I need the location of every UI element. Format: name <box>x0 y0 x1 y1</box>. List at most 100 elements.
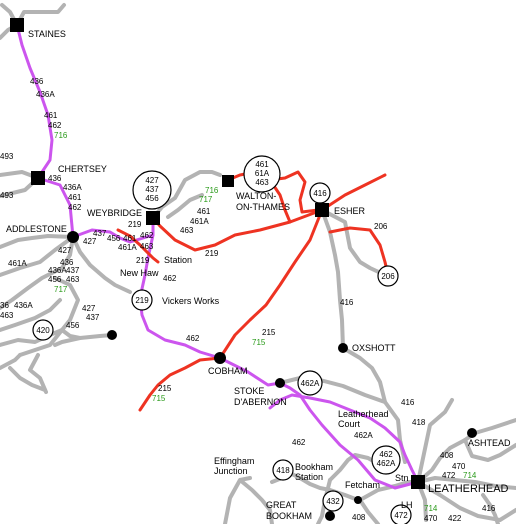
place-label: ESHER <box>334 206 366 216</box>
route-number-labels: 436 436A 461 462 716 436 436A 461 462 49… <box>0 77 496 523</box>
route-label: 461A <box>8 259 27 268</box>
route-label: 427 <box>83 237 97 246</box>
badge-206: 206 <box>377 265 399 287</box>
route-label: 437 <box>86 313 100 322</box>
route-label: 493 <box>0 191 14 200</box>
route-label: 717 <box>199 195 213 204</box>
place-label: Junction <box>214 466 248 476</box>
route-label: 416 <box>340 298 354 307</box>
stops <box>10 18 477 521</box>
staines-stop <box>10 18 24 32</box>
badge-line: 219 <box>135 296 149 305</box>
oxshott-stop <box>338 343 348 353</box>
place-label: GREAT <box>266 500 297 510</box>
route-label: 437 <box>66 266 80 275</box>
badge-line: 462 <box>379 450 393 459</box>
place-label: ASHTEAD <box>468 438 511 448</box>
route-label: 427 <box>82 304 96 313</box>
badge-219: 219 <box>131 289 153 311</box>
grey-routes <box>0 3 516 524</box>
route-label: 472 <box>442 471 456 480</box>
route-label: 461 <box>123 234 137 243</box>
badge-line: 472 <box>394 511 408 520</box>
place-label: ON-THAMES <box>236 202 290 212</box>
badge-472: 472 <box>390 504 412 524</box>
route-label: 456 <box>107 234 121 243</box>
place-label: Bookham <box>295 462 333 472</box>
place-label: Stn <box>395 473 409 483</box>
route-label: 717 <box>54 285 68 294</box>
place-label: ADDLESTONE <box>6 224 67 234</box>
great-bookham-stop <box>325 511 335 521</box>
place-label: Effingham <box>214 456 254 466</box>
leatherhead-stop <box>411 475 425 489</box>
route-label: 716 <box>205 186 219 195</box>
route-label: 461A <box>118 243 137 252</box>
route-label: 219 <box>136 256 150 265</box>
route-label: 462 <box>140 231 154 240</box>
cobham-stop <box>214 352 226 364</box>
place-label: STOKE <box>234 386 264 396</box>
route-label: 462 <box>292 438 306 447</box>
route-label: 416 <box>401 398 415 407</box>
route-label: 470 <box>452 462 466 471</box>
badge-420: 420 <box>32 319 54 341</box>
place-label: CHERTSEY <box>58 164 107 174</box>
place-label: Vickers Works <box>162 296 220 306</box>
place-label: Fetcham <box>345 480 380 490</box>
place-labels: STAINES CHERTSEY ADDLESTONE WEYBRIDGE St… <box>6 29 511 521</box>
ashtead-stop <box>467 428 477 438</box>
route-label: 463 <box>66 275 80 284</box>
route-label: 408 <box>440 451 454 460</box>
route-label: 456 <box>66 321 80 330</box>
route-label: 36 <box>0 301 9 310</box>
place-label: STAINES <box>28 29 66 39</box>
badge-line: 418 <box>276 466 290 475</box>
route-label: 219 <box>128 220 142 229</box>
route-label: 461 <box>197 207 211 216</box>
place-label: Station <box>295 472 323 482</box>
badge-line: 461 <box>255 160 269 169</box>
route-label: 714 <box>424 504 438 513</box>
route-label: 436A <box>36 90 55 99</box>
bookham-badge: 418 <box>272 459 294 481</box>
route-label: 436 <box>60 258 74 267</box>
place-label: D'ABERNON <box>234 397 287 407</box>
place-label: New Haw <box>120 268 159 278</box>
place-label: LH <box>401 500 413 510</box>
route-label: 463 <box>180 226 194 235</box>
route-label: 716 <box>54 131 68 140</box>
purple-routes <box>15 23 420 490</box>
route-label: 715 <box>252 338 266 347</box>
route-label: 461A <box>190 217 209 226</box>
place-label: Court <box>338 419 361 429</box>
badge-line: 463 <box>255 178 269 187</box>
route-label: 462 <box>186 334 200 343</box>
badge-line: 437 <box>145 185 159 194</box>
esher-badge: 416 <box>309 182 331 204</box>
route-label: 715 <box>152 394 166 403</box>
badge-line: 462A <box>301 379 320 388</box>
weybridge-stop <box>146 211 160 225</box>
stoke-stop <box>275 378 285 388</box>
addlestone-stop <box>67 231 79 243</box>
walton-badge: 461 61A 463 <box>243 155 281 193</box>
route-label: 462 <box>48 121 62 130</box>
badge-line: 432 <box>326 497 340 506</box>
route-label: 436A <box>63 183 82 192</box>
badge-432: 432 <box>322 490 344 512</box>
badge-line: 462A <box>377 459 396 468</box>
place-label: WEYBRIDGE <box>87 208 142 218</box>
route-label: 436A <box>48 266 67 275</box>
route-badges: 427 437 456 461 61A 463 416 206 219 420 <box>32 155 412 524</box>
route-label: 714 <box>463 471 477 480</box>
place-label: LEATHERHEAD <box>428 483 509 495</box>
route-label: 408 <box>352 513 366 522</box>
fetcham-stop <box>354 496 362 504</box>
route-label: 456 <box>48 275 62 284</box>
place-label: Leatherhead <box>338 409 389 419</box>
route-label: 427 <box>58 246 72 255</box>
stoke-badge: 462A <box>297 370 323 396</box>
